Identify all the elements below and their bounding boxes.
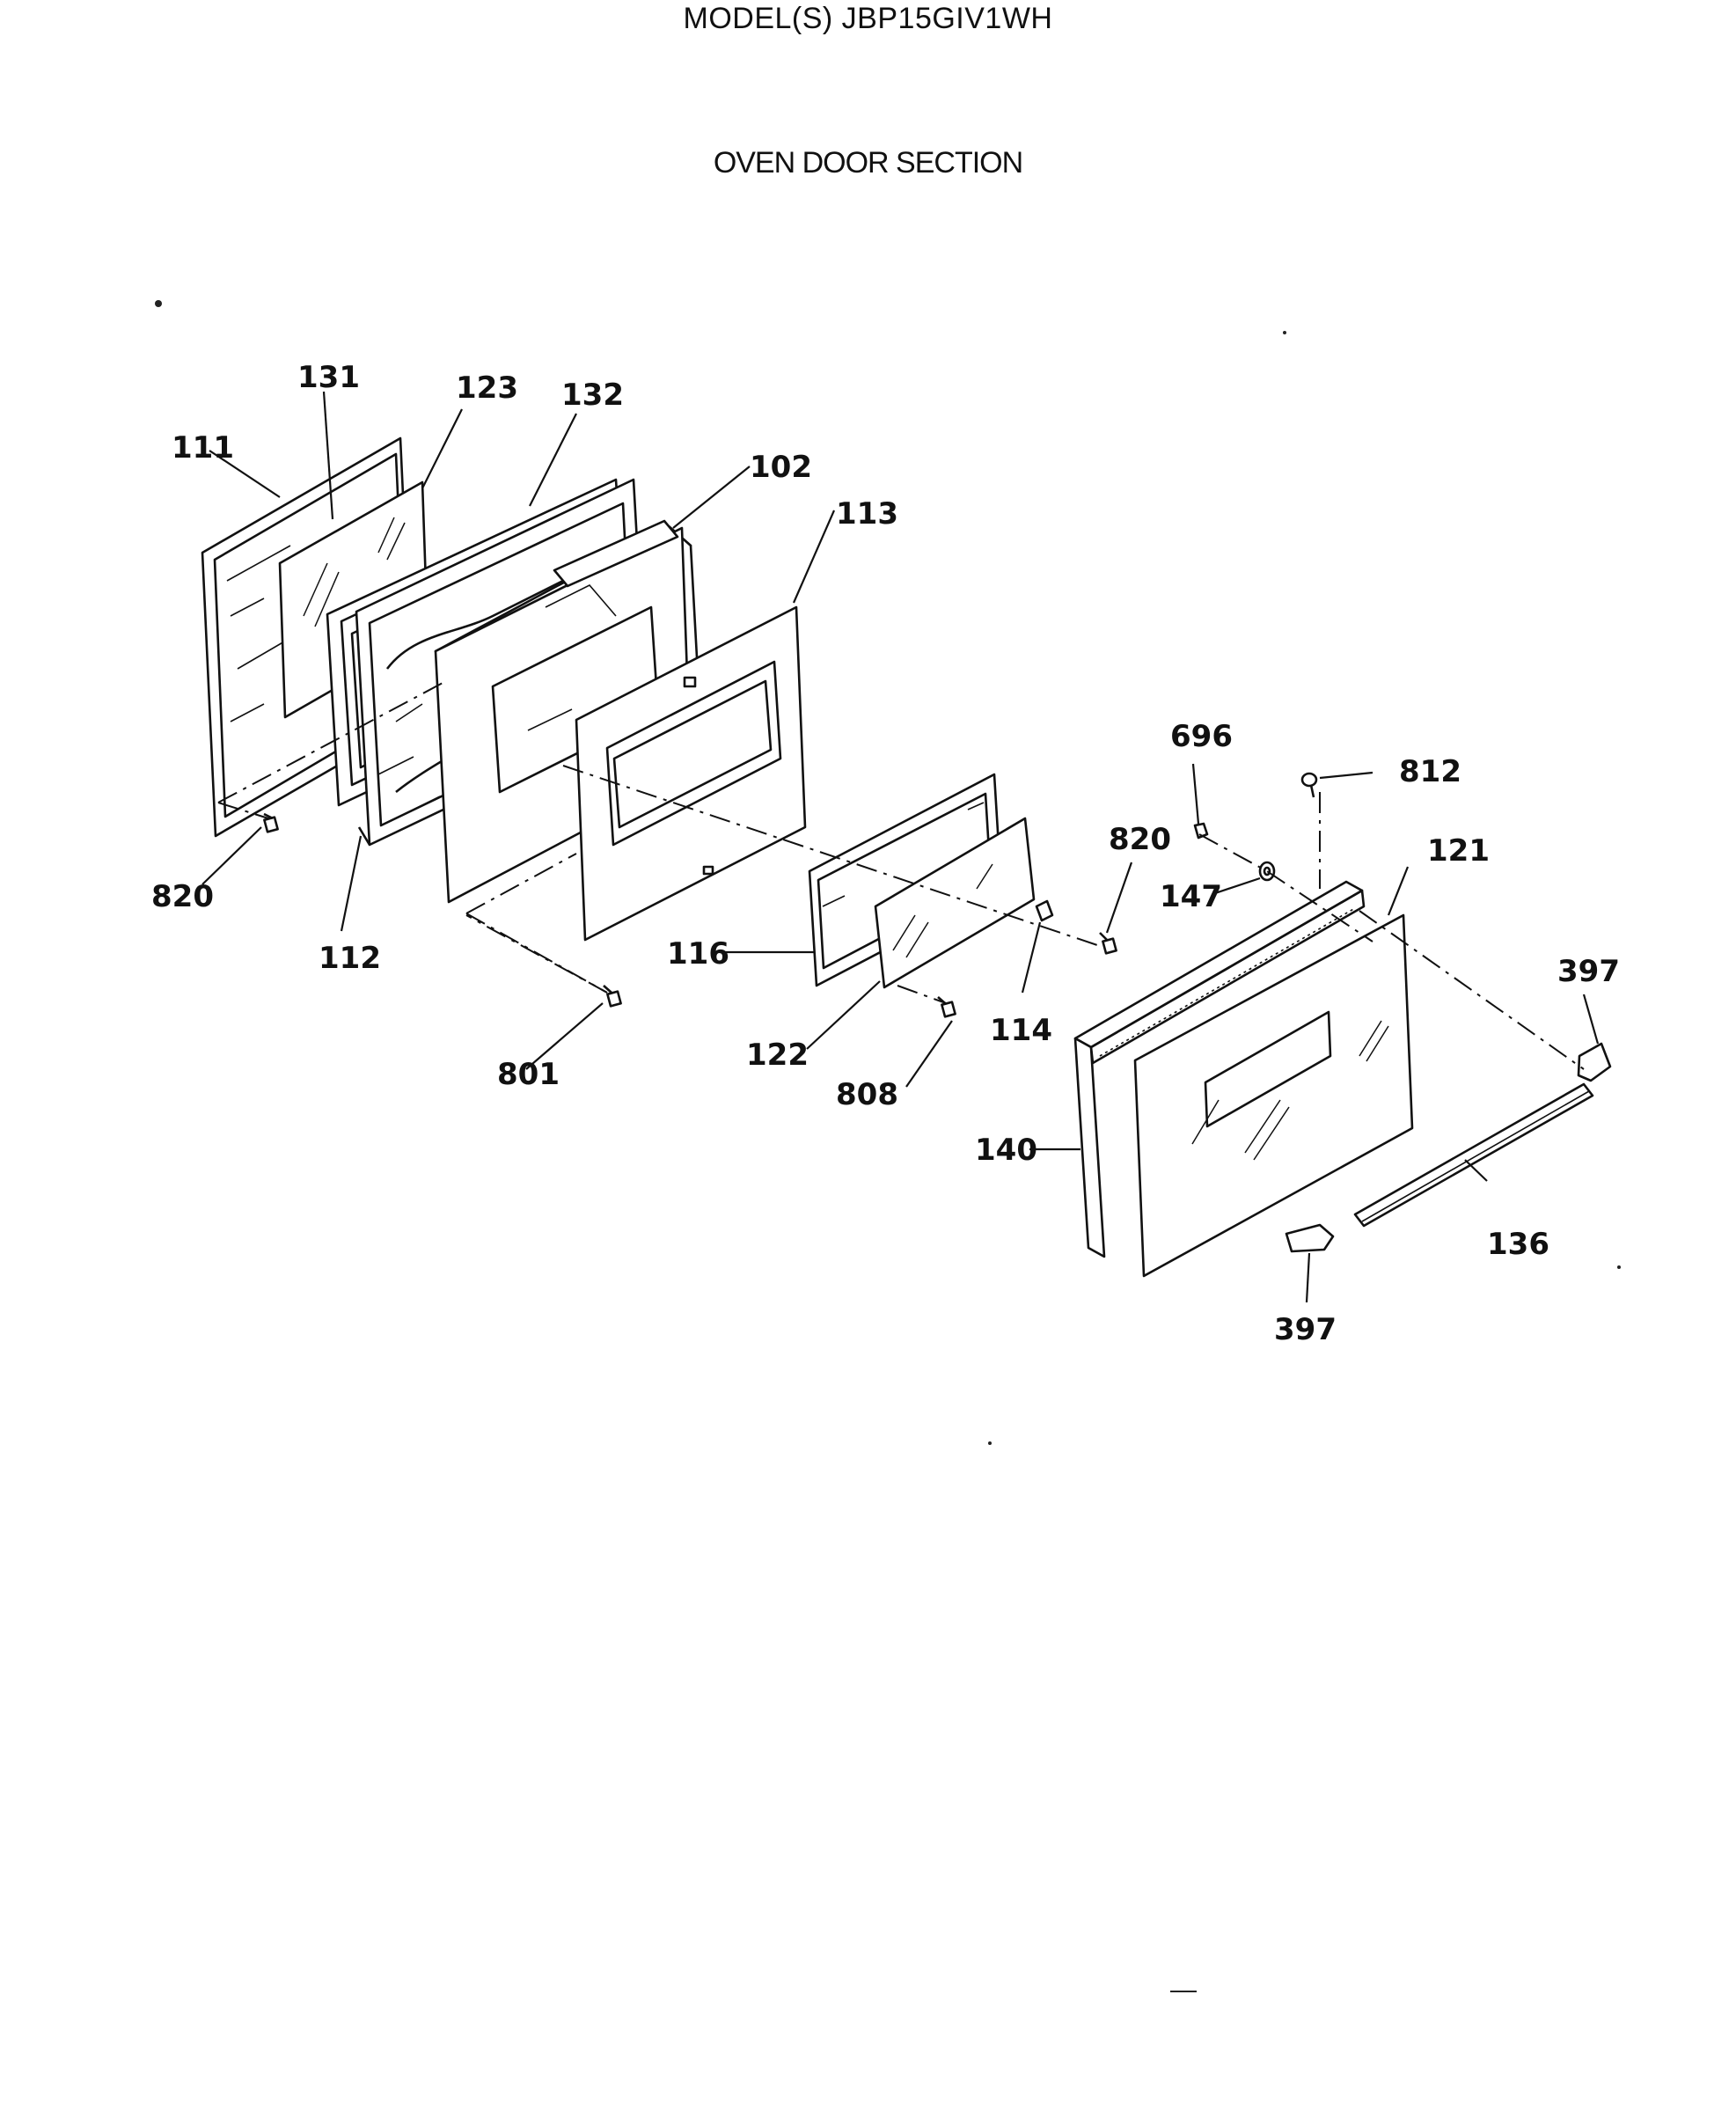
part-140-outer-frame [1073,880,1366,1258]
callout-116: 116 [667,936,729,972]
callout-136: 136 [1487,1227,1549,1262]
callouts: 111 131 123 132 102 113 820 112 801 116 … [151,360,1620,1347]
part-122-window-glass [874,817,1036,989]
callout-820-right: 820 [1109,822,1171,857]
callout-140: 140 [975,1133,1037,1168]
callout-397-upper: 397 [1557,954,1620,989]
assembly-lines [217,681,1585,1070]
part-136-handle [1353,1082,1594,1228]
part-113-inner-sheet [575,605,807,942]
callout-397-lower: 397 [1274,1312,1337,1347]
model-title: MODEL(S) JBP15GIV1WH [683,2,1053,35]
section-title: OVEN DOOR SECTION [713,146,1023,180]
callout-122: 122 [746,1038,809,1073]
callout-123: 123 [456,370,518,406]
callout-820-left: 820 [151,879,214,914]
part-397-end-cap-upper [1577,1042,1612,1082]
callout-808: 808 [836,1077,898,1112]
callout-113: 113 [836,496,898,532]
callout-132: 132 [561,378,624,413]
speck [1283,331,1286,334]
callout-112: 112 [319,941,381,976]
callout-147: 147 [1160,879,1222,914]
part-812-screw [1300,772,1318,798]
part-696-spring [1193,822,1209,840]
callout-131: 131 [297,360,360,395]
leader-lines [201,391,1600,1303]
speck [988,1441,992,1445]
part-820-screw-left [263,812,279,833]
part-147-washer [1258,861,1276,882]
callout-121: 121 [1427,833,1490,869]
callout-114: 114 [990,1013,1052,1048]
speck [155,300,162,307]
callout-696: 696 [1170,719,1233,754]
part-801-screw [603,985,622,1008]
callout-111: 111 [172,430,234,466]
speck [1617,1265,1621,1269]
part-820-screw-right [1099,932,1117,955]
part-808-screw [937,996,956,1018]
part-121-outer-glass [1133,913,1414,1278]
callout-102: 102 [750,450,812,485]
part-114-bracket [1035,899,1054,922]
callout-812: 812 [1399,754,1461,789]
part-397-end-cap-lower [1285,1223,1335,1253]
callout-801: 801 [497,1057,560,1092]
